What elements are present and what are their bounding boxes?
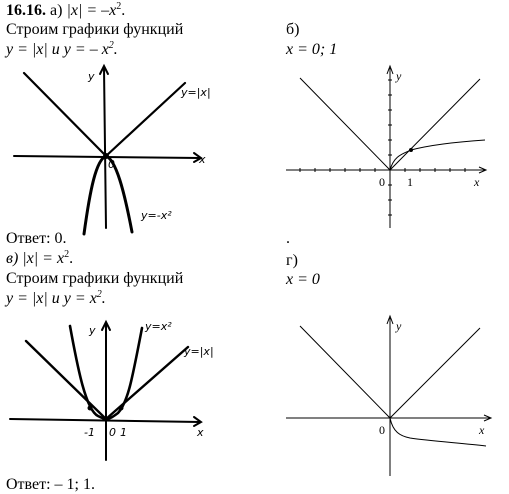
graph-b-y-arrow	[386, 64, 394, 75]
part-a-functions-dot: .	[113, 41, 118, 58]
part-b-dot: .	[286, 230, 290, 247]
graph-a-parabola-label: y=-x²	[140, 209, 172, 222]
graph-a-y-label: y	[87, 70, 95, 83]
graph-a-abs-label: y=|x|	[180, 86, 211, 99]
part-v-functions-dot: .	[101, 290, 106, 307]
graph-v-intersection-left	[87, 405, 93, 411]
graph-v: y x 0 -1 1 y=x² y=|x|	[9, 319, 214, 461]
part-v-answer: Ответ: – 1; 1.	[6, 476, 95, 493]
problem-header: 16.16. а) |x| = –x2.	[6, 2, 125, 20]
graph-v-parabola	[68, 324, 144, 421]
part-v-functions-text: y = |x| и y = x	[6, 290, 97, 307]
graph-b-origin-label: 0	[379, 175, 385, 189]
graph-g: y x 0	[286, 314, 493, 476]
graph-a-x-arrow	[193, 152, 203, 163]
problem-number: 16.16.	[6, 2, 46, 19]
part-v-build-text: Строим графики функций	[6, 270, 184, 287]
graph-g-origin-label: 0	[379, 423, 385, 437]
part-b-solution: x = 0; 1	[286, 41, 338, 58]
graph-g-x-label: x	[478, 423, 485, 437]
part-v-dot: .	[69, 250, 74, 267]
part-a-functions-text: y = |x| и y = – x	[6, 41, 109, 58]
graph-b-one-label: 1	[407, 175, 413, 189]
graph-g-sqrt-curve	[389, 417, 487, 447]
part-a-functions-exp: 2	[108, 40, 114, 51]
graph-a-y-axis	[103, 67, 107, 229]
graph-v-abs-label: y=|x|	[183, 345, 214, 358]
part-g-label: г)	[286, 252, 298, 269]
part-g-solution: x = 0	[286, 271, 320, 288]
graph-b-y-label: y	[395, 69, 402, 83]
graph-a-x-label: x	[198, 153, 206, 166]
part-a-dot: .	[121, 2, 126, 19]
graph-v-minus-one-label: -1	[84, 426, 95, 439]
part-a-equation: |x| = –x	[66, 2, 117, 19]
graph-v-one-label: 1	[120, 426, 127, 439]
part-v-functions: y = |x| и y = x2.	[6, 290, 106, 308]
graph-v-x-label: x	[196, 426, 204, 439]
graph-a-intersection	[103, 153, 109, 159]
part-a-label: а)	[50, 2, 63, 19]
graph-a-y-arrow	[99, 63, 109, 75]
part-v-header: в) |x| = x2.	[6, 250, 73, 268]
graph-b: y x 0 1	[286, 64, 488, 228]
part-a-answer: Ответ: 0.	[6, 230, 67, 247]
graph-b-x-arrow	[478, 166, 488, 174]
graph-a-origin-label: 0	[108, 158, 115, 171]
graph-b-intersection	[409, 148, 413, 152]
graph-v-y-label: y	[88, 324, 96, 337]
part-a-exponent: 2	[116, 1, 122, 12]
graph-v-origin-label: 0	[109, 426, 116, 439]
graph-g-y-label: y	[395, 319, 402, 333]
graph-a: y x 0 y=|x| y=-x²	[13, 63, 211, 236]
graph-b-x-ticks	[299, 168, 466, 172]
graph-g-x-arrow	[483, 414, 493, 422]
graph-v-x-arrow	[193, 416, 203, 427]
graph-g-y-arrow	[386, 314, 394, 325]
graph-b-x-label: x	[473, 175, 480, 189]
part-a-functions: y = |x| и y = – x2.	[6, 41, 118, 59]
part-v-functions-exp: 2	[96, 289, 102, 300]
graph-v-intersection-right	[118, 405, 124, 411]
graph-b-y-ticks	[388, 79, 392, 216]
part-a-build-text: Строим графики функций	[6, 21, 184, 38]
part-b-label: б)	[286, 21, 300, 38]
part-v-exponent: 2	[64, 249, 70, 260]
graph-v-parabola-label: y=x²	[144, 320, 172, 333]
part-v-equation: в) |x| = x	[6, 250, 65, 267]
graph-v-y-arrow	[101, 319, 111, 331]
